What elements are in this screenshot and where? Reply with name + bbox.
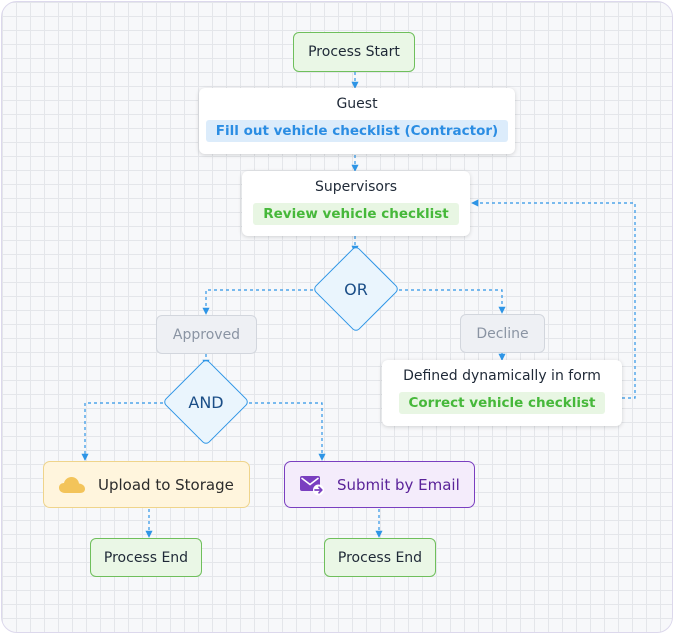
approved-label: Approved	[172, 326, 241, 343]
process-start-label: Process Start	[308, 44, 400, 60]
connector-and-upload	[81, 402, 163, 461]
guest-task-chip: Fill out vehicle checklist (Contractor)	[205, 120, 509, 142]
submit-email-action[interactable]: Submit by Email	[284, 461, 475, 508]
connector-or-decline	[399, 289, 506, 314]
and-gateway-label: AND	[188, 392, 224, 412]
connector-or-approved	[202, 289, 313, 315]
process-end-left-label: Process End	[103, 549, 189, 566]
decline-label: Decline	[476, 325, 529, 342]
defined-title: Defined dynamically in form	[403, 368, 601, 384]
guest-title: Guest	[336, 96, 378, 112]
process-end-right-node[interactable]: Process End	[324, 538, 436, 577]
decline-branch-node[interactable]: Decline	[460, 314, 545, 353]
defined-task-card[interactable]: Defined dynamically in form Correct vehi…	[382, 360, 622, 426]
upload-storage-label: Upload to Storage	[98, 475, 234, 494]
supervisors-task-chip: Review vehicle checklist	[253, 203, 459, 225]
supervisors-title: Supervisors	[314, 179, 398, 195]
upload-storage-action[interactable]: Upload to Storage	[43, 461, 250, 508]
process-end-right-label: Process End	[337, 549, 423, 566]
process-start-node[interactable]: Process Start	[293, 32, 415, 72]
mail-forward-icon	[299, 474, 325, 496]
submit-email-label: Submit by Email	[337, 475, 460, 494]
approved-branch-node[interactable]: Approved	[156, 315, 257, 354]
connector-defined-supervisors	[471, 199, 636, 399]
guest-task-card[interactable]: Guest Fill out vehicle checklist (Contra…	[199, 88, 515, 154]
cloud-icon	[58, 475, 86, 495]
supervisors-task-card[interactable]: Supervisors Review vehicle checklist	[242, 171, 470, 236]
defined-task-chip: Correct vehicle checklist	[398, 392, 606, 414]
connector-and-email	[249, 402, 326, 461]
process-end-left-node[interactable]: Process End	[90, 538, 202, 577]
or-gateway-label: OR	[344, 279, 368, 299]
